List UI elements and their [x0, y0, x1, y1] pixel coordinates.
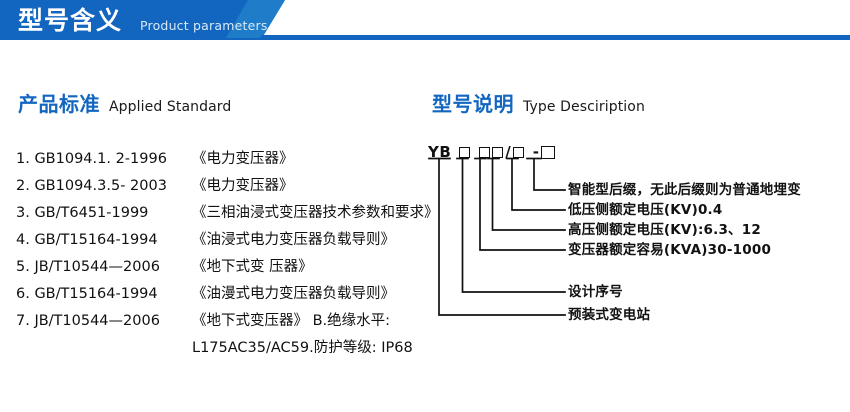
standard-name: 《地下式变 压器》	[192, 259, 313, 275]
standard-name: 《电力变压器》	[192, 151, 294, 167]
callout-hv-rated-voltage: 高压侧额定电压(KV):6.3、12	[568, 222, 761, 238]
type-code-prefix: YB	[428, 143, 452, 161]
list-item: 2. GB1094.3.5- 2003 《电力变压器》	[16, 173, 436, 200]
code-box-capacity-2	[492, 146, 504, 158]
callout-prefab-substation: 预装式变电站	[568, 307, 651, 323]
standard-continuation-line: L175AC35/AC59.防护等级: IP68	[192, 340, 413, 356]
code-separator-slash: /	[505, 143, 511, 161]
standard-code: 5. JB/T10544—2006	[16, 259, 160, 275]
standard-name: 《油浸式电力变压器负载导则》	[192, 232, 395, 248]
leader-lines	[428, 157, 566, 316]
list-item: 1. GB1094.1. 2-1996 《电力变压器》	[16, 146, 436, 173]
callout-smart-suffix: 智能型后缀，无此后缀则为普通地埋变	[568, 182, 801, 198]
standard-name: 《三相油浸式变压器技术参数和要求》	[192, 205, 439, 221]
code-box-capacity-1	[479, 146, 491, 158]
section-title-en: Applied Standard	[109, 99, 232, 115]
section-title-cn: 型号说明	[432, 92, 514, 116]
standard-code: 3. GB/T6451-1999	[16, 205, 149, 221]
code-box-hv-voltage	[512, 146, 524, 158]
standard-code: 2. GB1094.3.5- 2003	[16, 178, 167, 194]
list-item: 3. GB/T6451-1999 《三相油浸式变压器技术参数和要求》	[16, 200, 439, 227]
callout-rated-capacity: 变压器额定容易(KVA)30-1000	[568, 242, 772, 258]
standard-name: 《油漫式电力变压器负载导则》	[192, 286, 395, 302]
standard-code: 4. GB/T15164-1994	[16, 232, 158, 248]
banner-title-cn: 型号含义	[18, 6, 123, 35]
code-box-smart-suffix	[541, 145, 556, 159]
callout-design-serial: 设计序号	[568, 284, 623, 300]
section-title-en: Type Desciription	[523, 99, 645, 115]
standard-code: 1. GB1094.1. 2-1996	[16, 151, 167, 167]
code-separator-dash: -	[532, 143, 540, 161]
standard-name: 《电力变压器》	[192, 178, 294, 194]
list-item: 4. GB/T15164-1994 《油浸式电力变压器负载导则》	[16, 227, 436, 254]
banner-shape	[0, 0, 850, 40]
banner-title-en: Product parameters	[140, 18, 268, 33]
list-item: 5. JB/T10544—2006 《地下式变 压器》	[16, 254, 436, 281]
section-title-cn: 产品标准	[18, 92, 100, 116]
list-item: 7. JB/T10544—2006 《地下式变压器》 B.绝缘水平:	[16, 308, 436, 335]
callout-lv-rated-voltage: 低压侧额定电压(KV)0.4	[568, 202, 723, 218]
page-header-banner: 型号含义 Product parameters	[0, 0, 850, 46]
standards-list: 1. GB1094.1. 2-1996 《电力变压器》 2. GB1094.3.…	[16, 146, 439, 362]
list-item: 6. GB/T15164-1994 《油漫式电力变压器负载导则》	[16, 281, 436, 308]
section-title-applied-standard: 产品标准 Applied Standard	[18, 88, 231, 117]
code-box-design-serial	[459, 146, 471, 158]
type-designation-diagram: YB / -	[420, 140, 850, 340]
standard-code: 6. GB/T15164-1994	[16, 286, 158, 302]
standard-code: 7. JB/T10544—2006	[16, 313, 160, 329]
standard-name: 《地下式变压器》 B.绝缘水平:	[192, 313, 391, 329]
section-title-type-description: 型号说明 Type Desciription	[432, 88, 645, 117]
type-code-string: YB / -	[428, 142, 556, 162]
